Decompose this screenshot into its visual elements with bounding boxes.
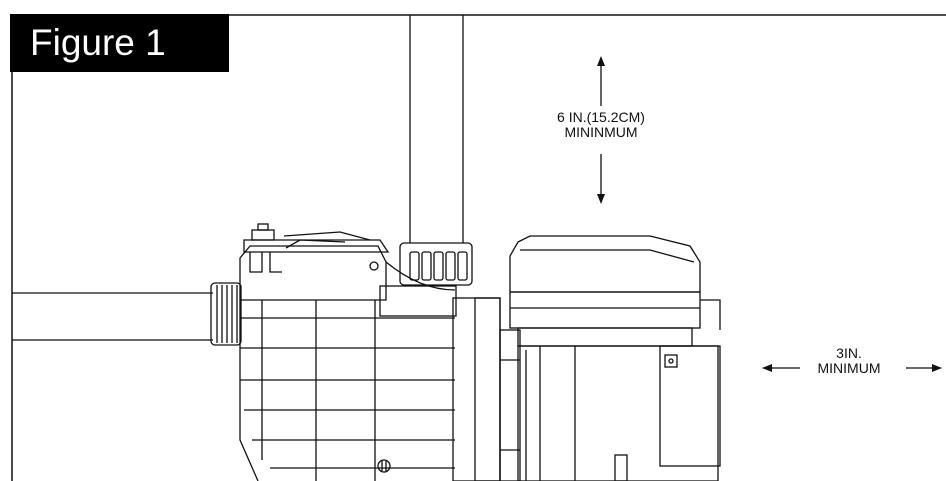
arrow-right-icon (906, 364, 942, 372)
pump-strainer-housing (239, 245, 457, 481)
union-nut-icon (210, 282, 242, 346)
arrow-left-icon (762, 364, 800, 372)
seal-plate (452, 297, 521, 481)
side-clearance-caption: MINIMUM (817, 360, 881, 376)
discharge-pipe (409, 15, 464, 243)
top-clearance-caption: MININMUM (564, 124, 638, 140)
frame (11, 14, 946, 481)
union-nut-icon (399, 242, 473, 286)
arrow-down-icon (597, 154, 605, 204)
side-clearance-label: 3IN. MINIMUM (796, 346, 902, 376)
top-clearance-label: 6 IN.(15.2CM) MININMUM (508, 110, 694, 140)
strainer-lid-icon (243, 223, 390, 273)
side-clearance-value: 3IN. (836, 345, 862, 361)
figure-label: Figure 1 (10, 14, 229, 72)
motor-housing-icon (509, 235, 721, 481)
suction-pipe (12, 292, 213, 341)
arrow-up-icon (597, 56, 605, 106)
top-clearance-value: 6 IN.(15.2CM) (557, 109, 645, 125)
